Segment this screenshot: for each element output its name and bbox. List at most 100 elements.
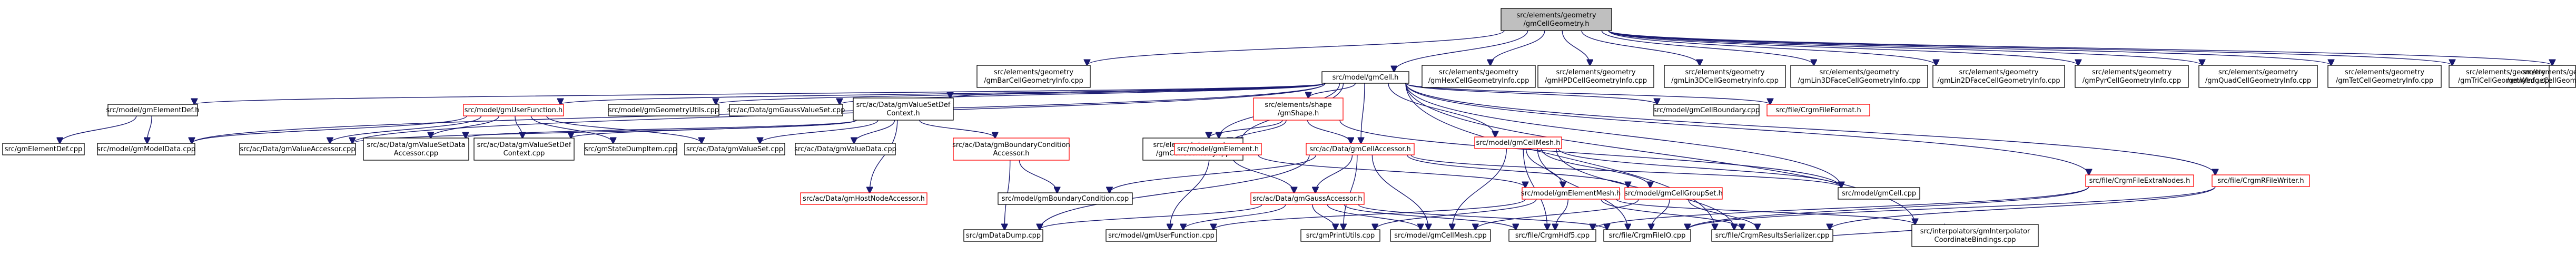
node-gaussacc[interactable]: src/ac/Data/gmGaussAccessor.h: [1250, 192, 1365, 205]
node-label: src/elements/geometry: [1819, 68, 1899, 76]
node-box: [1537, 65, 1654, 88]
edge-hex-to-root: [1491, 30, 1545, 65]
node-pyr20[interactable]: src/elements/geometry/gmHPDCellGeometryI…: [1537, 65, 1654, 88]
edge-lin3dface-to-root: [1601, 30, 1814, 65]
node-box: [853, 97, 954, 121]
node-label: src/ac/Data/gmValueSetDef: [477, 141, 571, 149]
node-label: src/elements/geometry: [2345, 68, 2424, 76]
edge-rfwriter-to-cellh: [1405, 83, 2215, 175]
node-label: /gmBarCellGeometryInfo.cpp: [984, 77, 1083, 85]
node-elemdefcpp[interactable]: src/gmElementDef.cpp: [2, 143, 85, 155]
node-valdata[interactable]: src/ac/Data/gmValueData.cpp: [794, 143, 896, 155]
node-element[interactable]: src/model/gmElement.h: [1174, 143, 1262, 155]
edge-elemdef-to-cellh: [194, 83, 1326, 104]
node-label: src/elements/geometry: [2522, 68, 2576, 76]
node-fileio[interactable]: src/file/CrgmFileIO.cpp: [1603, 229, 1691, 242]
node-statedump[interactable]: src/gmStateDumpItem.cpp: [584, 143, 677, 155]
node-fileformat[interactable]: src/file/CrgmFileFormat.h: [1766, 104, 1870, 116]
node-wedge[interactable]: src/elements/geometry/gmWedgeCellGeometr…: [2506, 65, 2576, 88]
node-cellacc[interactable]: src/ac/Data/gmCellAccessor.h: [1306, 143, 1415, 155]
node-hdf[interactable]: src/file/CrgmHdf5.cpp: [1508, 229, 1596, 242]
node-lin3dface[interactable]: src/elements/geometry/gmLin3DFaceCellGeo…: [1790, 65, 1928, 88]
edge-userfunccpp-to-elemmesh: [1213, 199, 1526, 230]
node-interp[interactable]: src/interpolators/gmInterpolatorCoordina…: [1911, 224, 2039, 247]
edge-valdata-to-valsetdef: [854, 120, 895, 143]
node-label: src/elements/geometry: [1439, 68, 1518, 76]
node-modeldata[interactable]: src/model/gmModelData.cpp: [97, 143, 195, 155]
node-quad[interactable]: src/elements/geometry/gmQuadCellGeometry…: [2198, 65, 2318, 88]
node-elemshape[interactable]: src/elements/shape/gmShape.h: [1253, 97, 1344, 121]
node-cellh[interactable]: src/model/gmCell.h: [1321, 71, 1409, 84]
edge-datadump-to-gaussacc: [1040, 204, 1262, 230]
node-elemmesh[interactable]: src/model/gmElementMesh.h: [1521, 187, 1621, 200]
node-tri[interactable]: src/elements/geometry/gmTriCellGeometryI…: [2449, 65, 2563, 88]
node-label: src/gmStateDumpItem.cpp: [585, 145, 677, 153]
node-box: [1624, 187, 1723, 200]
node-bar[interactable]: src/elements/geometry/gmBarCellGeometryI…: [976, 65, 1091, 88]
node-box: [2198, 65, 2318, 88]
node-box: [1653, 104, 1760, 116]
node-label: src/elements/shape: [1265, 101, 1331, 109]
node-hostnode[interactable]: src/ac/Data/gmHostNodeAccessor.h: [800, 192, 927, 205]
node-box: [1174, 143, 1262, 155]
edge-cellgroup-to-cellacc: [1407, 154, 1628, 188]
node-geomutils[interactable]: src/model/gmGeometryUtils.cpp: [608, 104, 719, 116]
node-label: src/model/gmCellMesh.cpp: [1394, 232, 1486, 240]
edge-fileio-to-rfwriter: [1687, 186, 2216, 230]
edge-valacc-to-userfunc: [330, 115, 482, 143]
node-pyr[interactable]: src/elements/geometry/gmPyrCellGeometryI…: [2075, 65, 2189, 88]
node-valacc[interactable]: src/ac/Data/gmValueAccessor.cpp: [239, 143, 356, 155]
node-label: /gmWedgeCellGeometryInfo.cpp: [2506, 77, 2576, 85]
node-datadump[interactable]: src/gmDataDump.cpp: [963, 229, 1043, 242]
node-box: [1474, 136, 1562, 149]
node-extranodes[interactable]: src/file/CrgmFileExtraNodes.h: [2085, 174, 2194, 187]
node-cellgroup[interactable]: src/model/gmCellGroupSet.h: [1624, 187, 1723, 200]
node-boundcond[interactable]: src/ac/Data/gmBoundaryConditionAccessor.…: [952, 138, 1070, 161]
node-printutils[interactable]: src/gmPrintUtils.cpp: [1300, 229, 1380, 242]
edge-elemmesh-to-element: [1258, 154, 1525, 188]
node-label: src/model/gmCell.h: [1333, 74, 1399, 82]
node-box: [953, 138, 1070, 161]
node-rfwriter[interactable]: src/file/CrgmRFileWriter.h: [2212, 174, 2310, 187]
edge-serializer-to-elemmesh: [1601, 199, 1742, 230]
edge-cellacc-to-cellh: [1361, 83, 1365, 143]
node-label: src/model/gmElement.h: [1177, 145, 1259, 153]
node-valset[interactable]: src/ac/Data/gmValueSet.cpp: [684, 143, 785, 155]
edge-valsetdefcpp-to-valsetdef: [571, 120, 857, 138]
edge-cellh-to-root: [1394, 30, 1528, 72]
node-elemdef[interactable]: src/model/gmElementDef.h: [106, 104, 200, 116]
node-cellmeshcpp[interactable]: src/model/gmCellMesh.cpp: [1390, 229, 1491, 242]
node-lin2d[interactable]: src/elements/geometry/gmLin2DFaceCellGeo…: [1932, 65, 2065, 88]
edge-pyr20-to-root: [1562, 30, 1590, 65]
node-box: [2549, 65, 2576, 88]
node-box: [2327, 65, 2442, 88]
node-label: src/elements/geometry: [2466, 68, 2545, 76]
node-label: src/file/CrgmFileExtraNodes.h: [2089, 177, 2190, 185]
node-lin3d[interactable]: src/elements/geometry/gmLin3DCellGeometr…: [1664, 65, 1786, 88]
node-boundcondcpp[interactable]: src/model/gmBoundaryCondition.cpp: [998, 192, 1133, 205]
node-tet[interactable]: src/elements/geometry/gmTetCellGeometryI…: [2327, 65, 2442, 88]
edge-valsetdefcpp-to-userfunc: [515, 115, 522, 138]
edge-cellacc-to-elemshape: [1307, 120, 1351, 143]
node-cellbound[interactable]: src/model/gmCellBoundary.cpp: [1653, 104, 1760, 116]
node-label: src/elements/geometry: [1556, 68, 1635, 76]
node-userfunccpp[interactable]: src/model/gmUserFunction.cpp: [1106, 229, 1217, 242]
node-gaussval[interactable]: src/ac/Data/gmGaussValueSet.cpp: [727, 104, 845, 116]
edge-elemdefcpp-to-elemdef: [60, 115, 137, 143]
node-box: [473, 138, 575, 161]
node-userfunc[interactable]: src/model/gmUserFunction.h: [463, 104, 564, 116]
node-cellcpp[interactable]: src/model/gmCell.cpp: [1838, 187, 1920, 200]
edge-cellcpp-to-cellmesh: [1558, 148, 1841, 188]
node-box: [800, 192, 927, 205]
node-cellmesh[interactable]: src/model/gmCellMesh.h: [1474, 136, 1562, 149]
node-label: src/interpolators/gmInterpolator: [1920, 228, 2030, 236]
edge-statedump-to-userfunc: [530, 115, 613, 143]
node-serializer[interactable]: src/file/CrgmResultsSerializer.cpp: [1711, 229, 1833, 242]
node-hex[interactable]: src/elements/geometry/gmHexCellGeometryI…: [1422, 65, 1536, 88]
node-box: [1603, 229, 1691, 242]
edge-cellcpp-to-cellh: [1405, 83, 1841, 188]
